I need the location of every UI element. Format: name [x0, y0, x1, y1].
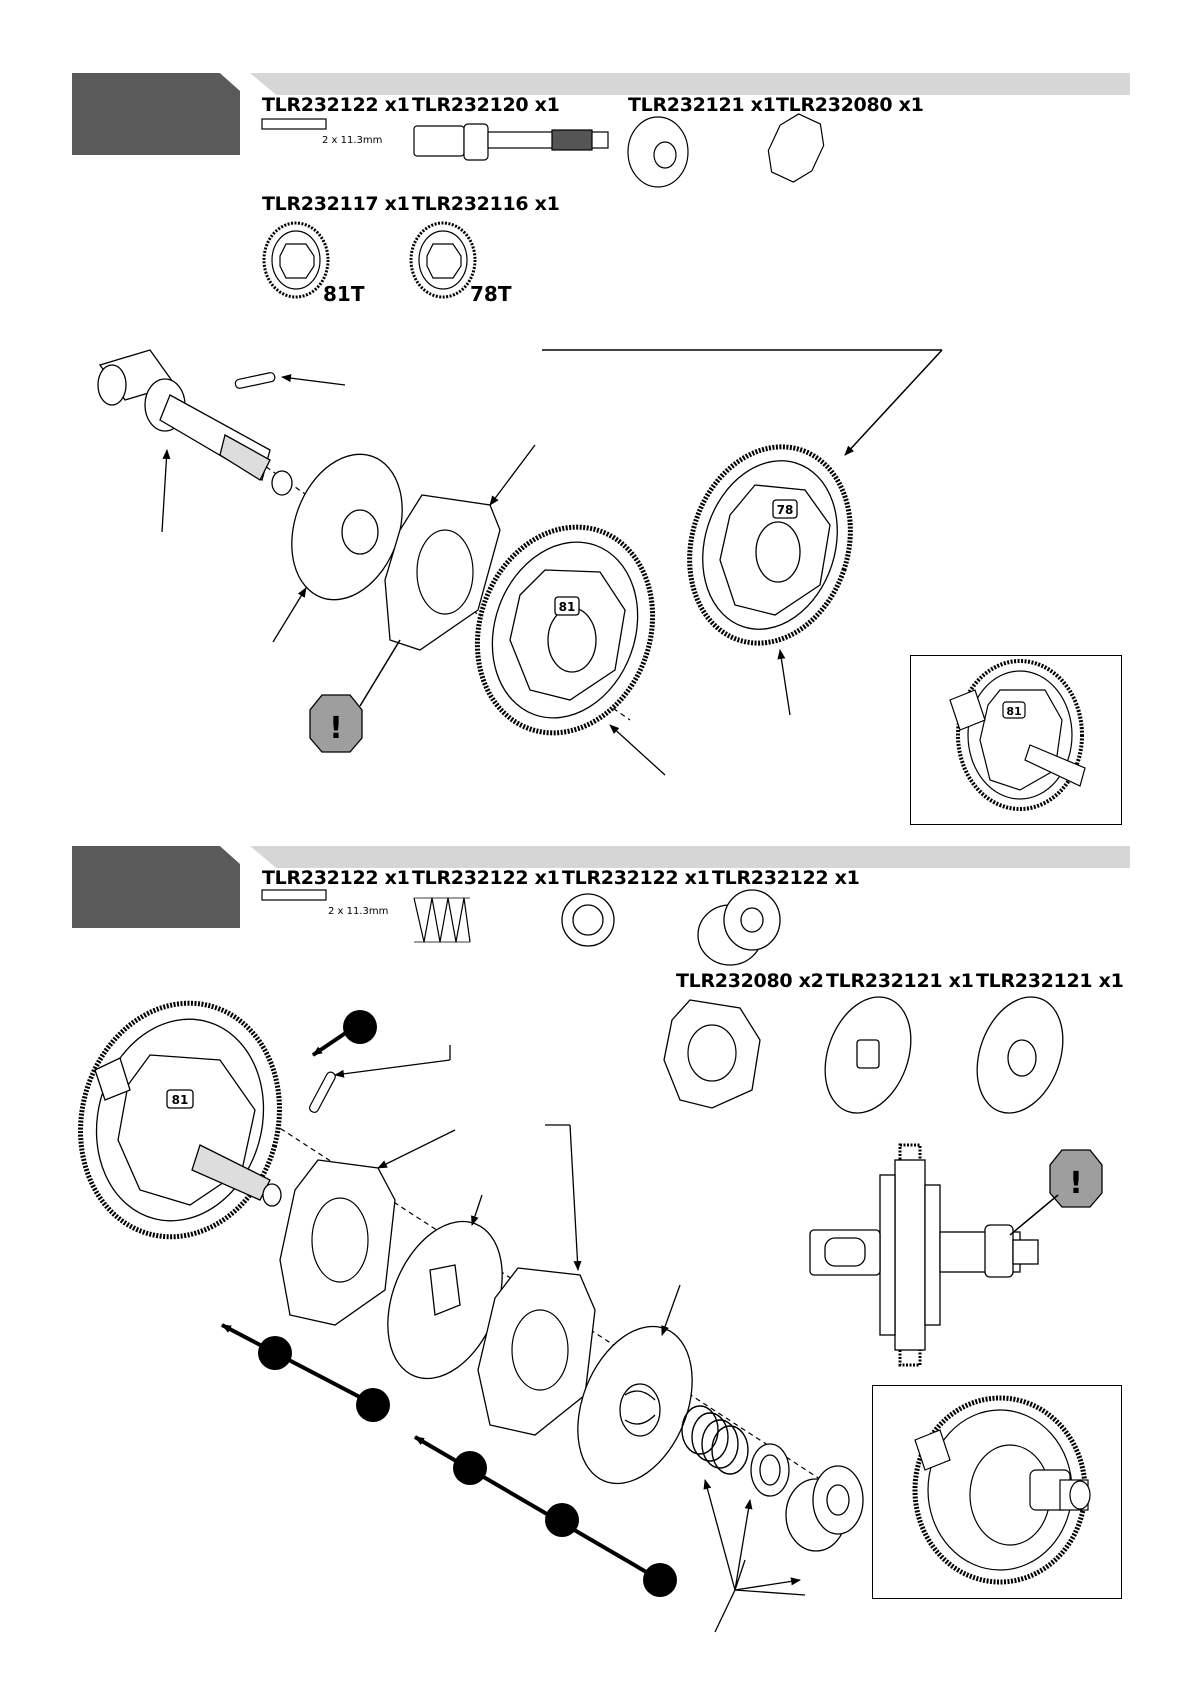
step2-pin-icon: [262, 890, 326, 900]
step2-spring: [682, 1406, 748, 1474]
step1-gear81-icon: [264, 223, 328, 297]
step1-hub-icon: [628, 117, 688, 187]
step1-gear78-icon: [411, 223, 475, 297]
svg-text:!: !: [329, 711, 343, 746]
step2-inset-assembly: [915, 1398, 1090, 1582]
svg-text:81: 81: [172, 1093, 189, 1107]
warning-icon-step2: !: [1050, 1150, 1102, 1207]
step2-spring-icon: [414, 898, 470, 942]
step2-drive-pin: [308, 1071, 337, 1114]
step2-side-view: [810, 1145, 1038, 1365]
step2-hub-icon: [962, 985, 1078, 1125]
step2-gear-assembly: 81: [55, 981, 305, 1260]
step2-collar: [786, 1466, 863, 1551]
svg-text:!: !: [1069, 1166, 1083, 1201]
step2-plate-icon: [810, 985, 926, 1125]
step1-outdrive-shaft: [98, 350, 292, 495]
step1-drive-pin: [235, 372, 276, 389]
svg-text:81: 81: [1006, 705, 1021, 718]
step1-spur-gear-78: 78: [665, 426, 875, 664]
step2-callout-dot-a: [343, 1010, 377, 1044]
svg-text:81: 81: [559, 600, 576, 614]
warning-icon-step1: !: [310, 695, 362, 752]
step2-direction-arrow-1: [222, 1325, 390, 1422]
step1-inset-assembly: 81: [950, 661, 1085, 809]
step2-washer: [751, 1444, 789, 1496]
step1-pad-icon: [761, 109, 832, 187]
step2-collar-icon: [698, 890, 780, 965]
step1-pin-icon: [262, 119, 326, 129]
step2-washer-icon: [562, 894, 614, 946]
step1-shaft-icon: [414, 124, 608, 160]
svg-text:78: 78: [777, 503, 794, 517]
